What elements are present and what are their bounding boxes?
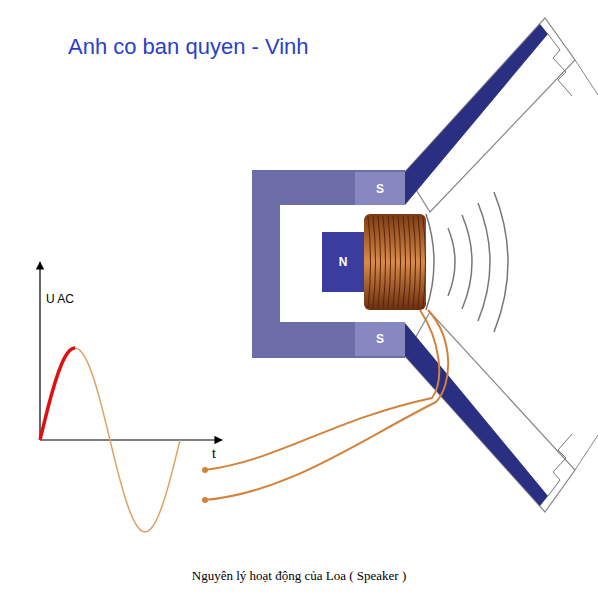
sound-wave	[494, 192, 508, 332]
caption: Nguyên lý hoạt động của Loa ( Speaker )	[192, 568, 406, 584]
cone-top	[405, 18, 575, 212]
watermark: Anh co ban quyen - Vinh	[68, 34, 309, 60]
frame-top	[405, 24, 548, 205]
dust-cap	[426, 214, 434, 310]
coil-winding	[378, 216, 381, 308]
y-axis	[39, 262, 40, 440]
pole-label: N	[339, 255, 348, 269]
voice-coil	[364, 214, 426, 310]
coil-winding	[408, 216, 411, 308]
surround-top	[548, 34, 572, 96]
axis-label: U AC	[46, 292, 74, 306]
frame-bottom	[405, 323, 548, 506]
t-axis	[40, 439, 222, 440]
magnet-pole: N	[322, 232, 364, 292]
surround-bottom	[548, 434, 572, 496]
terminal	[202, 497, 208, 503]
lead-wire	[205, 310, 448, 500]
pole-label: S	[376, 182, 384, 196]
coil-winding	[403, 216, 406, 308]
pole-label: S	[376, 332, 384, 346]
sound-wave	[478, 203, 490, 321]
lead-wire	[205, 310, 439, 470]
coil-winding	[383, 216, 386, 308]
sound-wave	[448, 228, 455, 296]
ac-waveform	[40, 348, 180, 532]
coil-winding	[413, 216, 416, 308]
coil-winding	[393, 216, 396, 308]
sound-wave	[462, 215, 472, 309]
terminal	[202, 467, 208, 473]
coil-winding	[368, 216, 371, 308]
coil-winding	[423, 216, 426, 308]
axis-label: t	[212, 446, 216, 461]
coil-winding	[388, 216, 391, 308]
cone-bottom	[405, 312, 575, 512]
coil-winding	[398, 216, 401, 308]
pole-piece: S	[355, 172, 405, 205]
coil-winding	[418, 216, 421, 308]
pole-piece: S	[355, 322, 405, 356]
coil-winding	[373, 216, 376, 308]
current-segment	[40, 348, 75, 440]
